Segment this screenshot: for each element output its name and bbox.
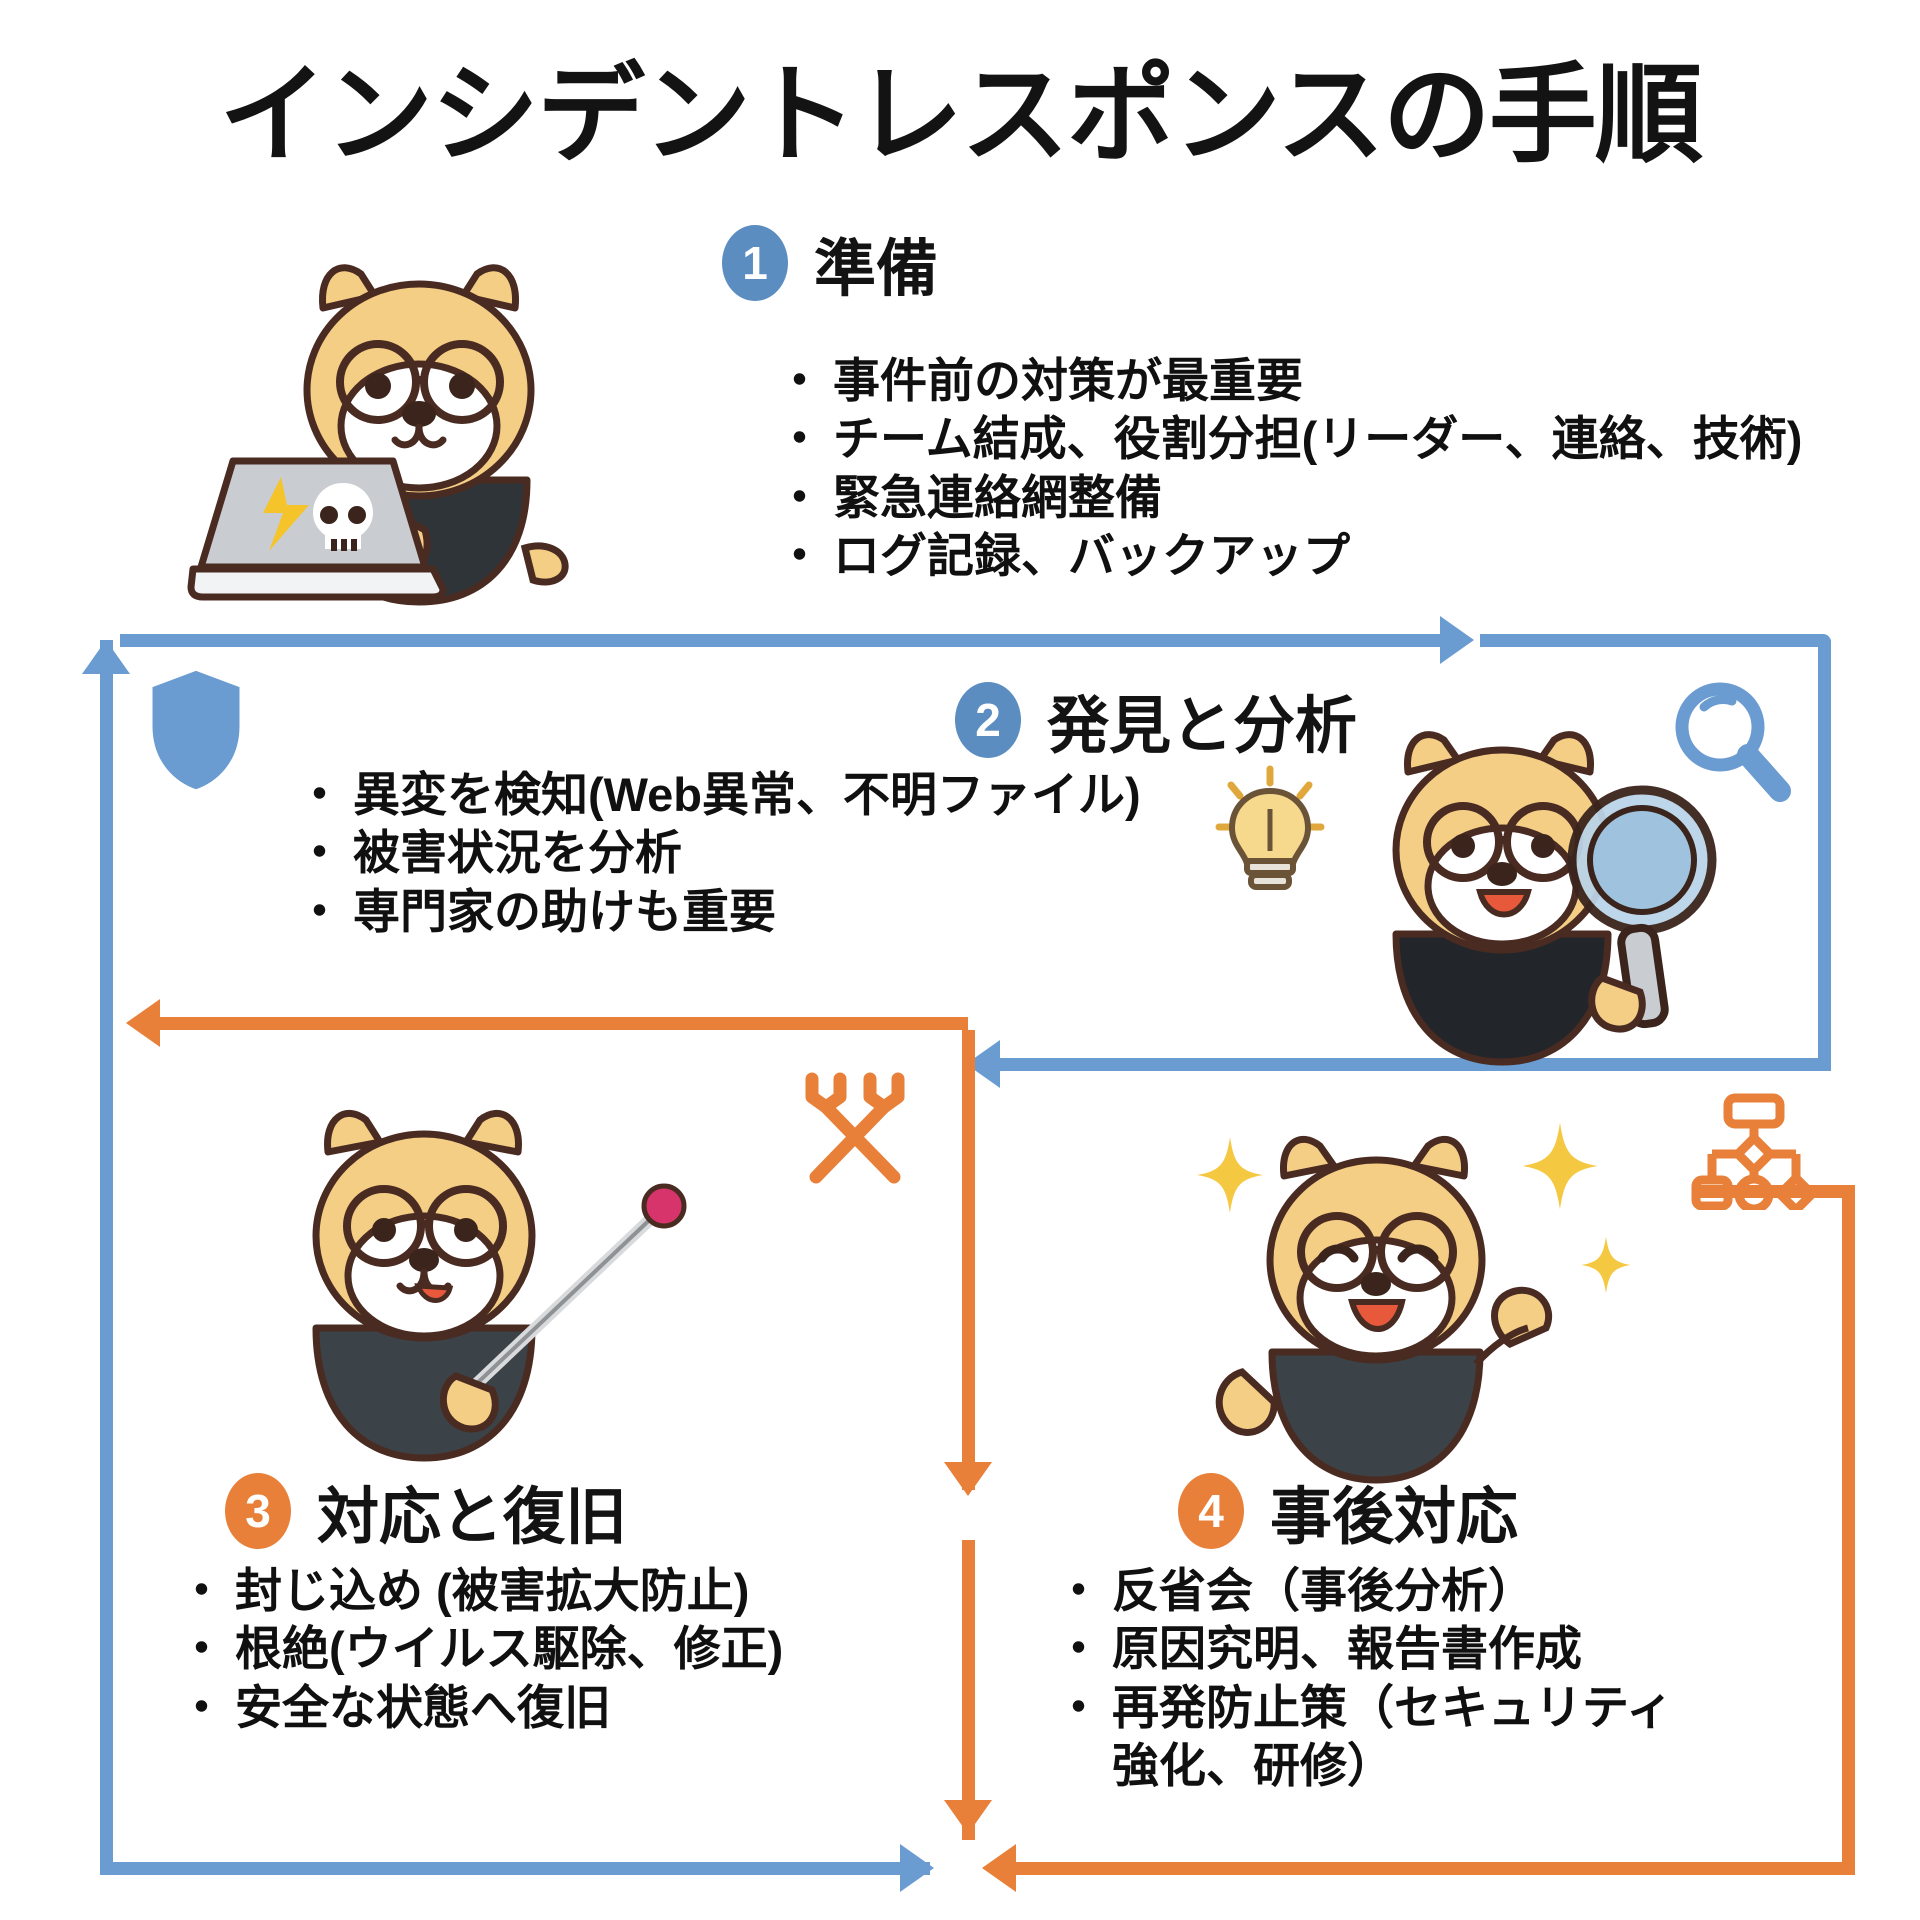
list-item: ・チーム結成、役割分担(リーダー、連絡、技術) — [776, 410, 1802, 468]
flow-arrow-mid-down-2 — [944, 1800, 992, 1834]
bullet-text: 反省会（事後分析） — [1112, 1564, 1535, 1617]
bullet-marker: ・ — [296, 768, 343, 821]
bullet-marker: ・ — [296, 826, 343, 880]
bullet-text: チーム結成、役割分担(リーダー、連絡、技術) — [833, 412, 1803, 466]
flow-line-left-up — [100, 640, 113, 1875]
step-2-badge: 2 — [955, 682, 1021, 758]
magnifier-icon — [1670, 675, 1800, 815]
flow-line-bottom-left — [100, 1862, 930, 1875]
list-item: ・ログ記録、バックアップ — [776, 527, 1802, 585]
step-3-heading: 3 対応と復旧 — [225, 1466, 627, 1556]
step-2-title: 発見と分析 — [1047, 692, 1358, 761]
bullet-text: 根絶(ウイルス駆除、修正) — [235, 1622, 784, 1676]
bullet-marker: ・ — [776, 470, 823, 524]
bullet-text: 原因究明、報告書作成 — [1112, 1622, 1582, 1676]
step-4-title: 事後対応 — [1270, 1483, 1519, 1552]
mascot-step2 — [1330, 710, 1760, 1085]
flow-arrow-step1-right — [1440, 616, 1474, 664]
flow-line-mid-down-1 — [962, 1030, 975, 1490]
flow-line-mid-down-2 — [962, 1540, 975, 1840]
step-1-badge: 1 — [722, 225, 788, 301]
bullet-text: 異変を検知(Web異常、不明ファイル) — [353, 768, 1141, 821]
flow-arrow-bottom-right — [900, 1844, 934, 1892]
sparkle-icon — [1520, 1120, 1600, 1217]
step-1-bullets: ・事件前の対策が最重要 ・チーム結成、役割分担(リーダー、連絡、技術) ・緊急連… — [776, 352, 1802, 585]
flowchart-icon — [1690, 1090, 1819, 1217]
bullet-marker: ・ — [178, 1564, 225, 1617]
list-item: ・異変を検知(Web異常、不明ファイル) — [296, 766, 1141, 824]
bullet-text: 事件前の対策が最重要 — [833, 354, 1303, 407]
bullet-marker: ・ — [296, 884, 343, 938]
flow-line-right-down — [1818, 640, 1831, 1070]
step-3-bullets: ・封じ込め (被害拡大防止) ・根絶(ウイルス駆除、修正) ・安全な状態へ復旧 — [178, 1562, 783, 1737]
bullet-marker: ・ — [1055, 1680, 1102, 1734]
flow-arrow-mid-down-1 — [944, 1462, 992, 1496]
mascot-step3 — [260, 1090, 690, 1475]
bullet-marker: ・ — [776, 354, 823, 407]
step-2-heading: 2 発見と分析 — [955, 675, 1357, 765]
flow-line-step4-right-down — [1842, 1185, 1855, 1863]
list-item: ・緊急連絡網整備 — [776, 469, 1802, 527]
bullet-text: ログ記録、バックアップ — [833, 528, 1350, 582]
laptop-malware-icon — [185, 455, 465, 620]
flow-line-step2-bottom — [1000, 1058, 1831, 1071]
flow-arrow-left-up — [82, 640, 130, 674]
wrench-screwdriver-icon — [790, 1065, 920, 1195]
list-item: ・事件前の対策が最重要 — [776, 352, 1802, 410]
mascot-step4 — [1180, 1120, 1640, 1495]
list-item: ・被害状況を分析 — [296, 824, 1141, 882]
list-item: ・反省会（事後分析） — [1055, 1562, 1715, 1620]
step-3-title: 対応と復旧 — [317, 1483, 628, 1552]
bullet-text: 被害状況を分析 — [353, 826, 682, 880]
step-1-title: 準備 — [814, 235, 939, 304]
bullet-text: 専門家の助けも重要 — [353, 884, 776, 938]
list-item: ・根絶(ウイルス駆除、修正) — [178, 1620, 783, 1678]
bullet-marker: ・ — [1055, 1622, 1102, 1676]
bullet-marker: ・ — [178, 1622, 225, 1676]
flow-line-step3-left — [150, 1017, 968, 1030]
bullet-marker: ・ — [776, 412, 823, 466]
step-4-bullets: ・反省会（事後分析） ・原因究明、報告書作成 ・再発防止策（セキュリティ 強化、… — [1055, 1562, 1715, 1795]
bullet-text: 安全な状態へ復旧 — [235, 1680, 611, 1734]
step-1-heading: 1 準備 — [722, 218, 938, 308]
list-item: ・専門家の助けも重要 — [296, 883, 1141, 941]
bullet-text: 緊急連絡網整備 — [833, 470, 1162, 524]
bullet-marker: ・ — [178, 1680, 225, 1734]
step-3-badge: 3 — [225, 1473, 291, 1549]
bullet-text: 再発防止策（セキュリティ 強化、研修） — [1112, 1680, 1674, 1792]
flow-arrow-step4-bottom-left — [982, 1844, 1016, 1892]
lightbulb-icon — [1215, 765, 1325, 905]
step-4-badge: 4 — [1178, 1473, 1244, 1549]
list-item: ・再発防止策（セキュリティ 強化、研修） — [1055, 1679, 1715, 1796]
bullet-text: 封じ込め (被害拡大防止) — [235, 1564, 750, 1617]
flow-line-step1-right — [120, 634, 1460, 647]
step-4-heading: 4 事後対応 — [1178, 1466, 1518, 1556]
shield-icon — [140, 660, 252, 805]
step-2-bullets: ・異変を検知(Web異常、不明ファイル) ・被害状況を分析 ・専門家の助けも重要 — [296, 766, 1141, 941]
flow-line-step4-bottom — [1010, 1862, 1855, 1875]
bullet-marker: ・ — [1055, 1564, 1102, 1617]
list-item: ・原因究明、報告書作成 — [1055, 1620, 1715, 1678]
sparkle-icon — [1580, 1235, 1632, 1300]
sparkle-icon — [1195, 1135, 1265, 1220]
bullet-marker: ・ — [776, 528, 823, 582]
list-item: ・安全な状態へ復旧 — [178, 1679, 783, 1737]
flow-arrow-step3-left — [126, 999, 160, 1047]
flow-line-right-top — [1480, 634, 1831, 647]
list-item: ・封じ込め (被害拡大防止) — [178, 1562, 783, 1620]
page-title: インシデントレスポンスの手順 — [219, 54, 1703, 175]
